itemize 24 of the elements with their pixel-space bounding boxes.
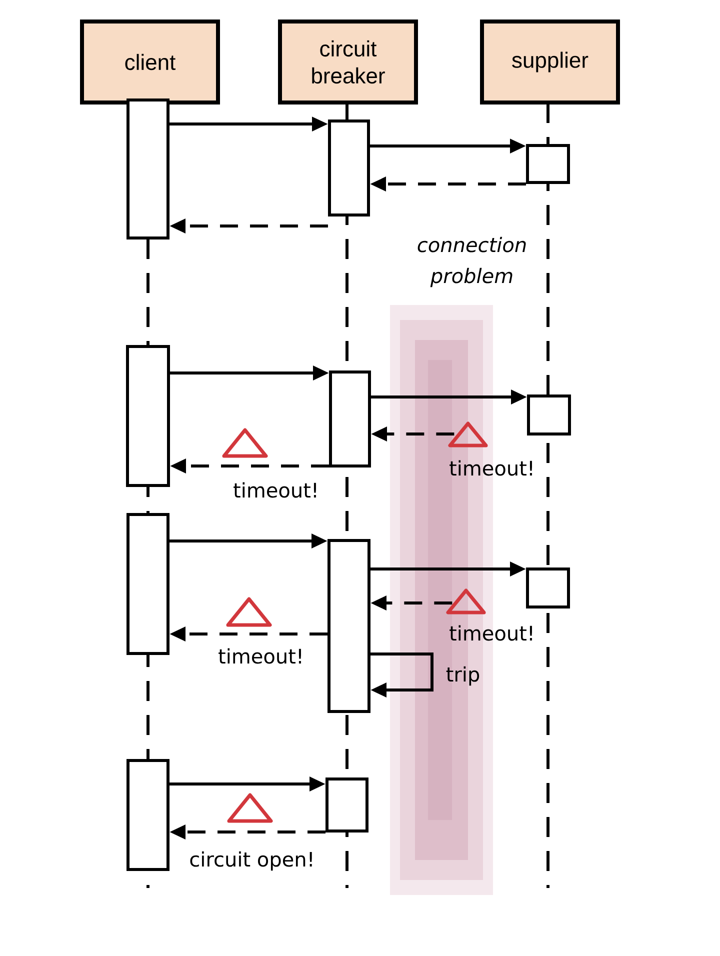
- activation-bar: [328, 120, 370, 216]
- edge-label: trip: [446, 666, 480, 686]
- warning-triangle: [446, 588, 486, 614]
- participant-box: client: [80, 20, 220, 104]
- warning-triangle: [448, 422, 488, 448]
- edge-label: timeout!: [450, 625, 532, 641]
- participant-box: circuit breaker: [278, 20, 418, 104]
- activation-bar: [126, 759, 170, 871]
- edge-label: timeout!: [234, 482, 316, 498]
- activation-bar: [328, 539, 370, 713]
- activation-bar: [527, 394, 571, 436]
- activation-bar: [126, 513, 170, 655]
- activation-bar: [126, 98, 170, 240]
- edge-label: timeout!: [218, 648, 301, 664]
- participant-box: supplier: [480, 20, 620, 104]
- activation-bar: [126, 345, 170, 487]
- edge-label: timeout!: [450, 460, 532, 476]
- note: connection problem: [418, 236, 526, 288]
- activation-bar: [526, 568, 570, 608]
- activation-bar: [329, 370, 371, 468]
- edge-label: circuit open!: [190, 851, 312, 871]
- arrow: [370, 652, 434, 698]
- activation-bar: [526, 144, 570, 184]
- activation-bar: [326, 778, 368, 832]
